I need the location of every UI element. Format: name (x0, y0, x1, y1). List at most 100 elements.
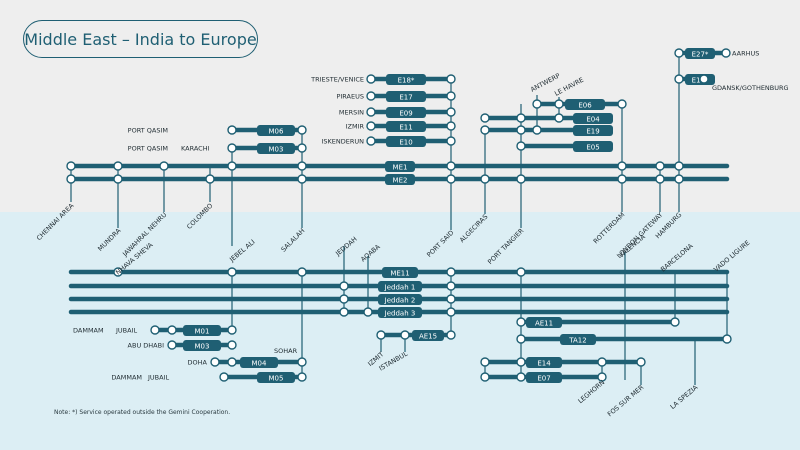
node (66, 174, 76, 184)
node (516, 317, 526, 327)
node (446, 281, 456, 291)
node (219, 372, 229, 382)
svg-text:AE11: AE11 (535, 320, 553, 328)
node (674, 174, 684, 184)
node (516, 141, 526, 151)
svg-text:E07: E07 (537, 375, 550, 383)
node (655, 161, 665, 171)
node (150, 325, 160, 335)
node (167, 325, 177, 335)
port-label-karachi: KARACHI (181, 145, 210, 153)
label-e18: E18* (386, 74, 426, 85)
port-label-piraeus: PIRAEUS (336, 93, 364, 101)
label-m01: M01 (183, 325, 221, 336)
label-jeddah3: Jeddah 3 (378, 307, 422, 318)
node (532, 125, 542, 135)
label-me11: ME11 (382, 267, 418, 278)
node (674, 74, 684, 84)
svg-text:M04: M04 (252, 360, 267, 368)
node (446, 294, 456, 304)
node (532, 99, 542, 109)
node (297, 143, 307, 153)
node (516, 125, 526, 135)
svg-text:E11: E11 (399, 124, 412, 132)
node (227, 125, 237, 135)
label-e07: E07 (526, 372, 562, 383)
service-labels: E27* E15* E18* E17 E09 E11 E10 E06 E04 E… (183, 48, 715, 383)
label-m06: M06 (257, 125, 295, 136)
label-e19: E19 (573, 125, 613, 136)
label-jeddah1: Jeddah 1 (378, 281, 422, 292)
node (480, 174, 490, 184)
node (227, 357, 237, 367)
node (516, 334, 526, 344)
node (400, 330, 410, 340)
node (446, 307, 456, 317)
node (366, 91, 376, 101)
node (480, 125, 490, 135)
node (554, 113, 564, 123)
svg-text:Jeddah 1: Jeddah 1 (384, 284, 416, 292)
node (297, 125, 307, 135)
svg-text:ME11: ME11 (390, 270, 409, 278)
node (66, 161, 76, 171)
node (617, 161, 627, 171)
node (446, 136, 456, 146)
node (674, 161, 684, 171)
port-label-dammam-2: DAMMAM (111, 374, 142, 382)
label-ta12: TA12 (560, 334, 596, 345)
port-label-jubail-1: JUBAIL (115, 327, 137, 335)
node (159, 161, 169, 171)
node (297, 267, 307, 277)
label-me2: ME2 (385, 174, 415, 185)
label-m04: M04 (240, 357, 278, 368)
svg-text:ME1: ME1 (393, 164, 408, 172)
node (227, 340, 237, 350)
label-e05: E05 (573, 141, 613, 152)
svg-text:M05: M05 (269, 375, 284, 383)
port-label-abudhabi: ABU DHABI (128, 342, 165, 350)
node (480, 372, 490, 382)
node (366, 121, 376, 131)
node (655, 174, 665, 184)
node (597, 357, 607, 367)
svg-text:E09: E09 (399, 110, 412, 118)
node (339, 281, 349, 291)
label-e14: E14 (526, 357, 562, 368)
node (376, 330, 386, 340)
node (339, 307, 349, 317)
node (446, 174, 456, 184)
svg-text:E14: E14 (537, 360, 551, 368)
node (167, 340, 177, 350)
label-e17: E17 (386, 91, 426, 102)
svg-text:M03: M03 (269, 146, 284, 154)
node (205, 174, 215, 184)
label-e06: E06 (565, 99, 605, 110)
node (339, 294, 349, 304)
node (617, 99, 627, 109)
port-label-doha: DOHA (188, 359, 208, 367)
node (722, 334, 732, 344)
node (446, 107, 456, 117)
node (113, 161, 123, 171)
node (516, 113, 526, 123)
label-e27: E27* (685, 48, 715, 59)
label-e10: E10 (386, 136, 426, 147)
svg-text:M06: M06 (269, 128, 284, 136)
node (227, 143, 237, 153)
node (516, 174, 526, 184)
port-nodes (66, 48, 732, 382)
node (446, 267, 456, 277)
node (297, 357, 307, 367)
port-label-aarhus: AARHUS (732, 50, 759, 58)
node (554, 99, 564, 109)
node (113, 174, 123, 184)
node (446, 121, 456, 131)
svg-text:E17: E17 (399, 94, 412, 102)
node (113, 267, 123, 277)
label-m03-north: M03 (257, 143, 295, 154)
page-title: Middle East – India to Europe (23, 20, 258, 58)
port-label-sohar: SOHAR (274, 347, 298, 355)
node (480, 357, 490, 367)
